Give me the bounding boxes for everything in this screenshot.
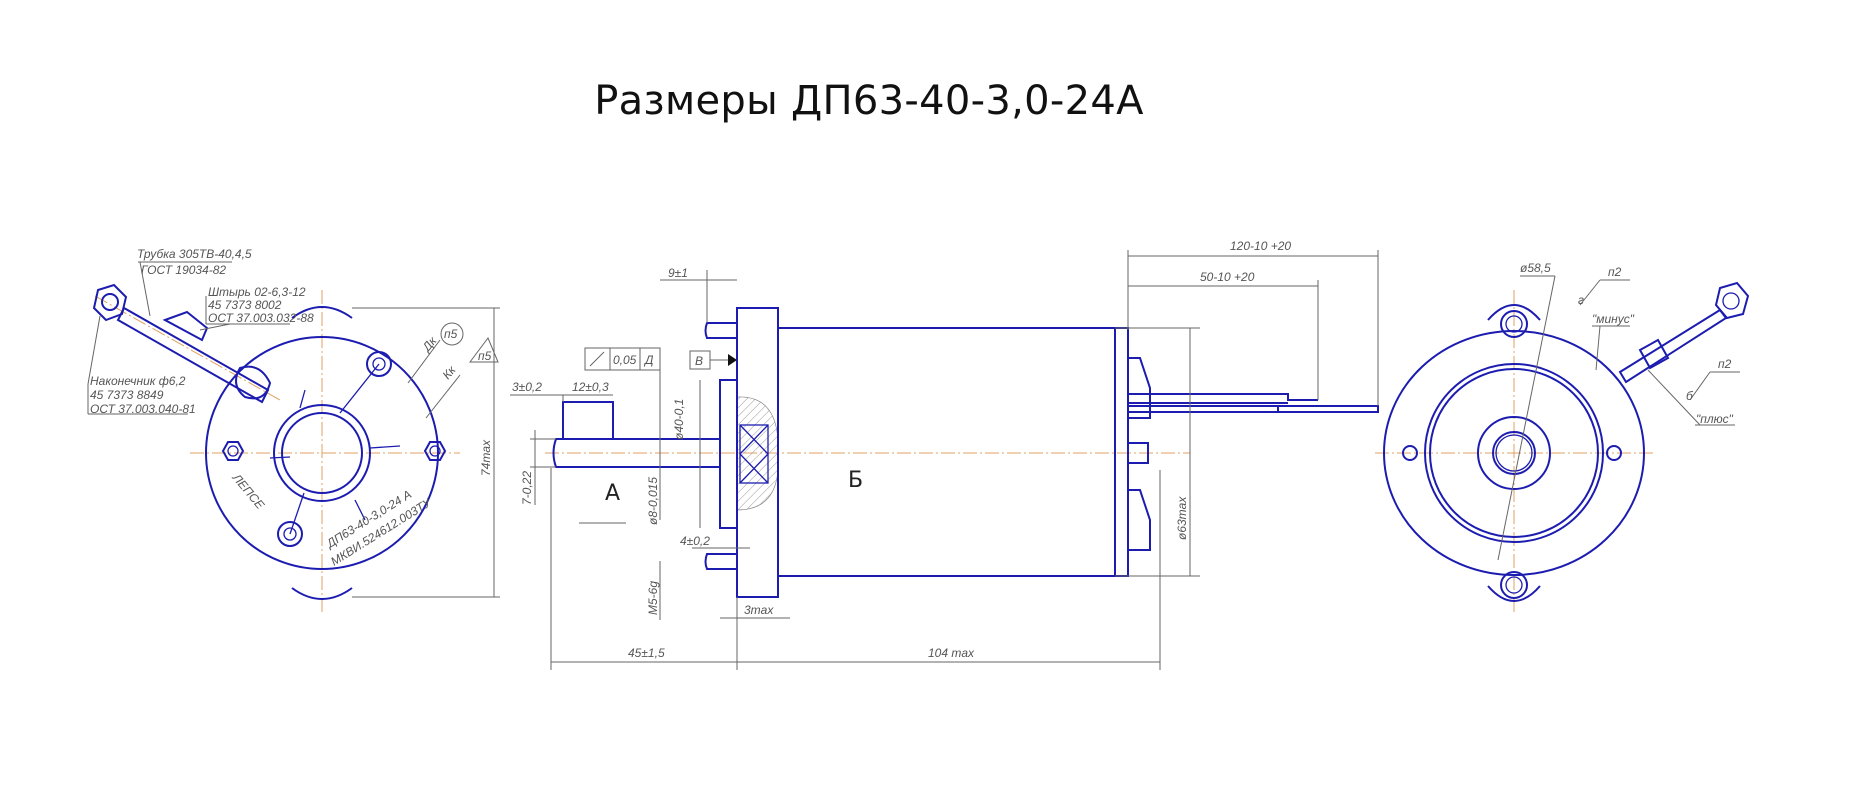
- rear-view: ø58,5 п2 г "минус" п2 б "плюс": [1375, 261, 1750, 612]
- dim-104: 104 max: [928, 646, 975, 660]
- lug-code: 45 7373 8849: [90, 388, 164, 402]
- dim-d58: ø58,5: [1520, 261, 1551, 275]
- dim-d40: ø40-0,1: [672, 399, 686, 440]
- side-view: 9±1 0,05 Д В 3±0,2 12±0,3 ø40-0,1 7-0,22…: [510, 239, 1379, 670]
- p5-triangle-label: п5: [478, 349, 492, 363]
- dim-45: 45±1,5: [628, 646, 665, 660]
- runout-value: 0,05: [613, 353, 637, 367]
- pin-standard: ОСТ 37.003.032-88: [208, 311, 314, 325]
- tube-spec: Трубка 305ТВ-40,4,5: [137, 247, 252, 261]
- lug-standard: ОСТ 37.003.040-81: [90, 402, 196, 416]
- dim-7: 7-0,22: [520, 471, 534, 505]
- minus-label: "минус": [1592, 312, 1635, 326]
- height-dimension: 74max: [479, 439, 493, 476]
- runout-datum: Д: [643, 353, 654, 367]
- dim-50: 50-10 +20: [1200, 270, 1255, 284]
- lug-spec: Наконечник ф6,2: [90, 374, 186, 388]
- pin-spec: Штырь 02-6,3-12: [208, 285, 306, 299]
- dim-12: 12±0,3: [572, 380, 609, 394]
- dim-3max: 3max: [744, 603, 774, 617]
- plus-mark: б: [1686, 389, 1694, 403]
- shaft: [552, 438, 721, 468]
- plus-label: "плюс": [1696, 412, 1734, 426]
- front-view: Трубка 305ТВ-40,4,5 ГОСТ 19034-82 Штырь …: [87, 247, 500, 612]
- datum-b: В: [695, 354, 703, 368]
- minus-mark: г: [1578, 293, 1584, 307]
- view-a-label: А: [605, 481, 620, 506]
- page-title: Размеры ДП63-40-3,0-24А: [594, 78, 1144, 124]
- manufacturer-logo: ЛЕПСЕ: [229, 470, 268, 512]
- rear-flange-outline: [1383, 330, 1645, 576]
- minus-position-ref: п2: [1608, 265, 1622, 279]
- pin-code: 45 7373 8002: [208, 298, 282, 312]
- motor-body: [777, 327, 1116, 577]
- dim-4: 4±0,2: [680, 534, 710, 548]
- dim-9: 9±1: [668, 266, 688, 280]
- dim-d8: ø8-0,015: [646, 477, 660, 525]
- dim-120: 120-10 +20: [1230, 239, 1291, 253]
- plus-position-ref: п2: [1718, 357, 1732, 371]
- front-flange-outline: [205, 336, 439, 570]
- dim-3: 3±0,2: [512, 380, 542, 394]
- thread-spec: М5-6g: [646, 581, 660, 615]
- dim-d63: ø63max: [1175, 496, 1189, 540]
- view-b-label: Б: [848, 468, 863, 493]
- terminal-lug-icon: [1714, 281, 1750, 320]
- dk-label: Дк: [418, 333, 440, 355]
- p5-circle-label: п5: [444, 327, 458, 341]
- tube-standard: ГОСТ 19034-82: [141, 263, 226, 277]
